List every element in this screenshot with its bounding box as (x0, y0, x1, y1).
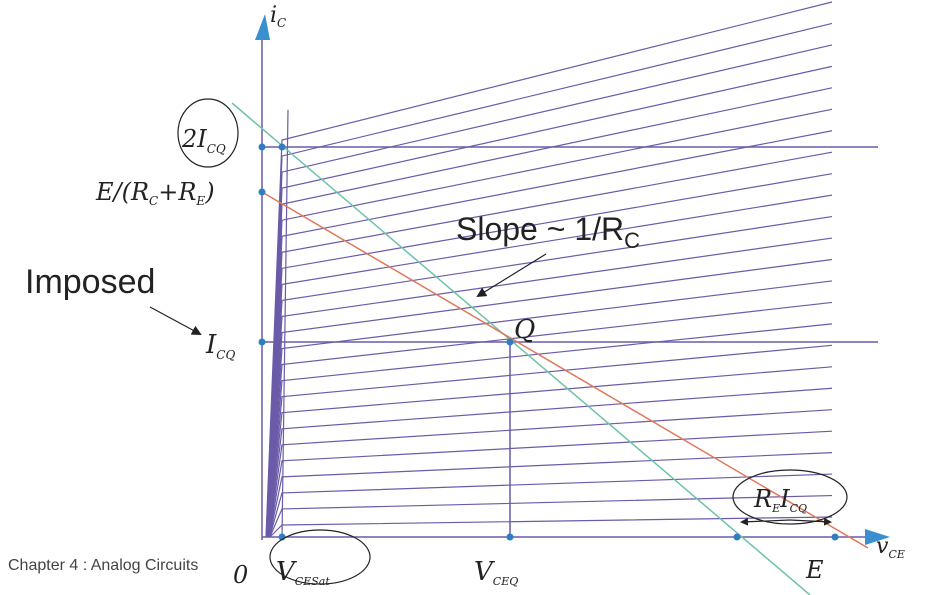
characteristic-curve (265, 1, 833, 538)
two-icq-label: 2ICQ (181, 125, 226, 156)
slope-label: Slope ~ 1/RC (456, 211, 640, 253)
vcesat-label: VCESat (276, 557, 330, 588)
characteristic-curve (268, 409, 833, 538)
x-axis-label: vCE (876, 534, 905, 561)
characteristic-curve (267, 258, 833, 538)
characteristic-curve (267, 215, 833, 538)
re-icq-label: REICQ (753, 485, 807, 515)
dc-load-line (261, 191, 869, 549)
point-icq (258, 338, 266, 346)
characteristic-curve (269, 473, 833, 538)
origin-label: 0 (233, 561, 248, 589)
characteristic-curve (268, 452, 833, 538)
y-axis-label: iC (270, 3, 286, 30)
characteristic-curve (267, 323, 833, 538)
reicq-arrow-left (740, 517, 791, 526)
point-2icq-axis (258, 143, 266, 151)
characteristic-curve (265, 65, 833, 538)
characteristic-curve (269, 494, 833, 538)
point-q (506, 338, 514, 346)
e-over-r-label: E/(RC+RE) (95, 178, 215, 208)
y-axis-arrow-icon (255, 14, 270, 40)
highlight-vcesat-circle (269, 529, 371, 585)
imposed-arrow (149, 306, 202, 335)
imposed-label: Imposed (25, 263, 155, 301)
point-e (831, 533, 839, 541)
characteristic-curve (269, 516, 833, 538)
point-vceq (506, 533, 514, 541)
reicq-arrow-right (789, 517, 832, 526)
point-2icq-curve (278, 143, 286, 151)
ac-load-line (231, 102, 811, 595)
highlight-2icq-circle (177, 98, 239, 168)
icq-label: ICQ (205, 330, 235, 362)
highlight-reicq-circle (732, 469, 848, 525)
characteristic-curve (268, 430, 833, 538)
vceq-label: VCEQ (474, 557, 518, 588)
slope-arrow (476, 253, 547, 298)
q-point-label: Q (514, 315, 535, 345)
characteristic-curve (267, 301, 833, 538)
e-axis-label: E (805, 556, 824, 584)
collector-characteristic-curves (265, 1, 833, 538)
chapter-footer: Chapter 4 : Analog Circuits (8, 557, 199, 574)
saturation-edge-line (281, 109, 289, 538)
point-ac-intercept (733, 533, 741, 541)
characteristic-curve (267, 237, 833, 538)
characteristic-curve (265, 22, 833, 538)
point-e-over-r (258, 188, 266, 196)
characteristic-curve (268, 387, 833, 538)
characteristic-curve (268, 366, 833, 538)
x-axis-arrow-icon (865, 529, 890, 545)
